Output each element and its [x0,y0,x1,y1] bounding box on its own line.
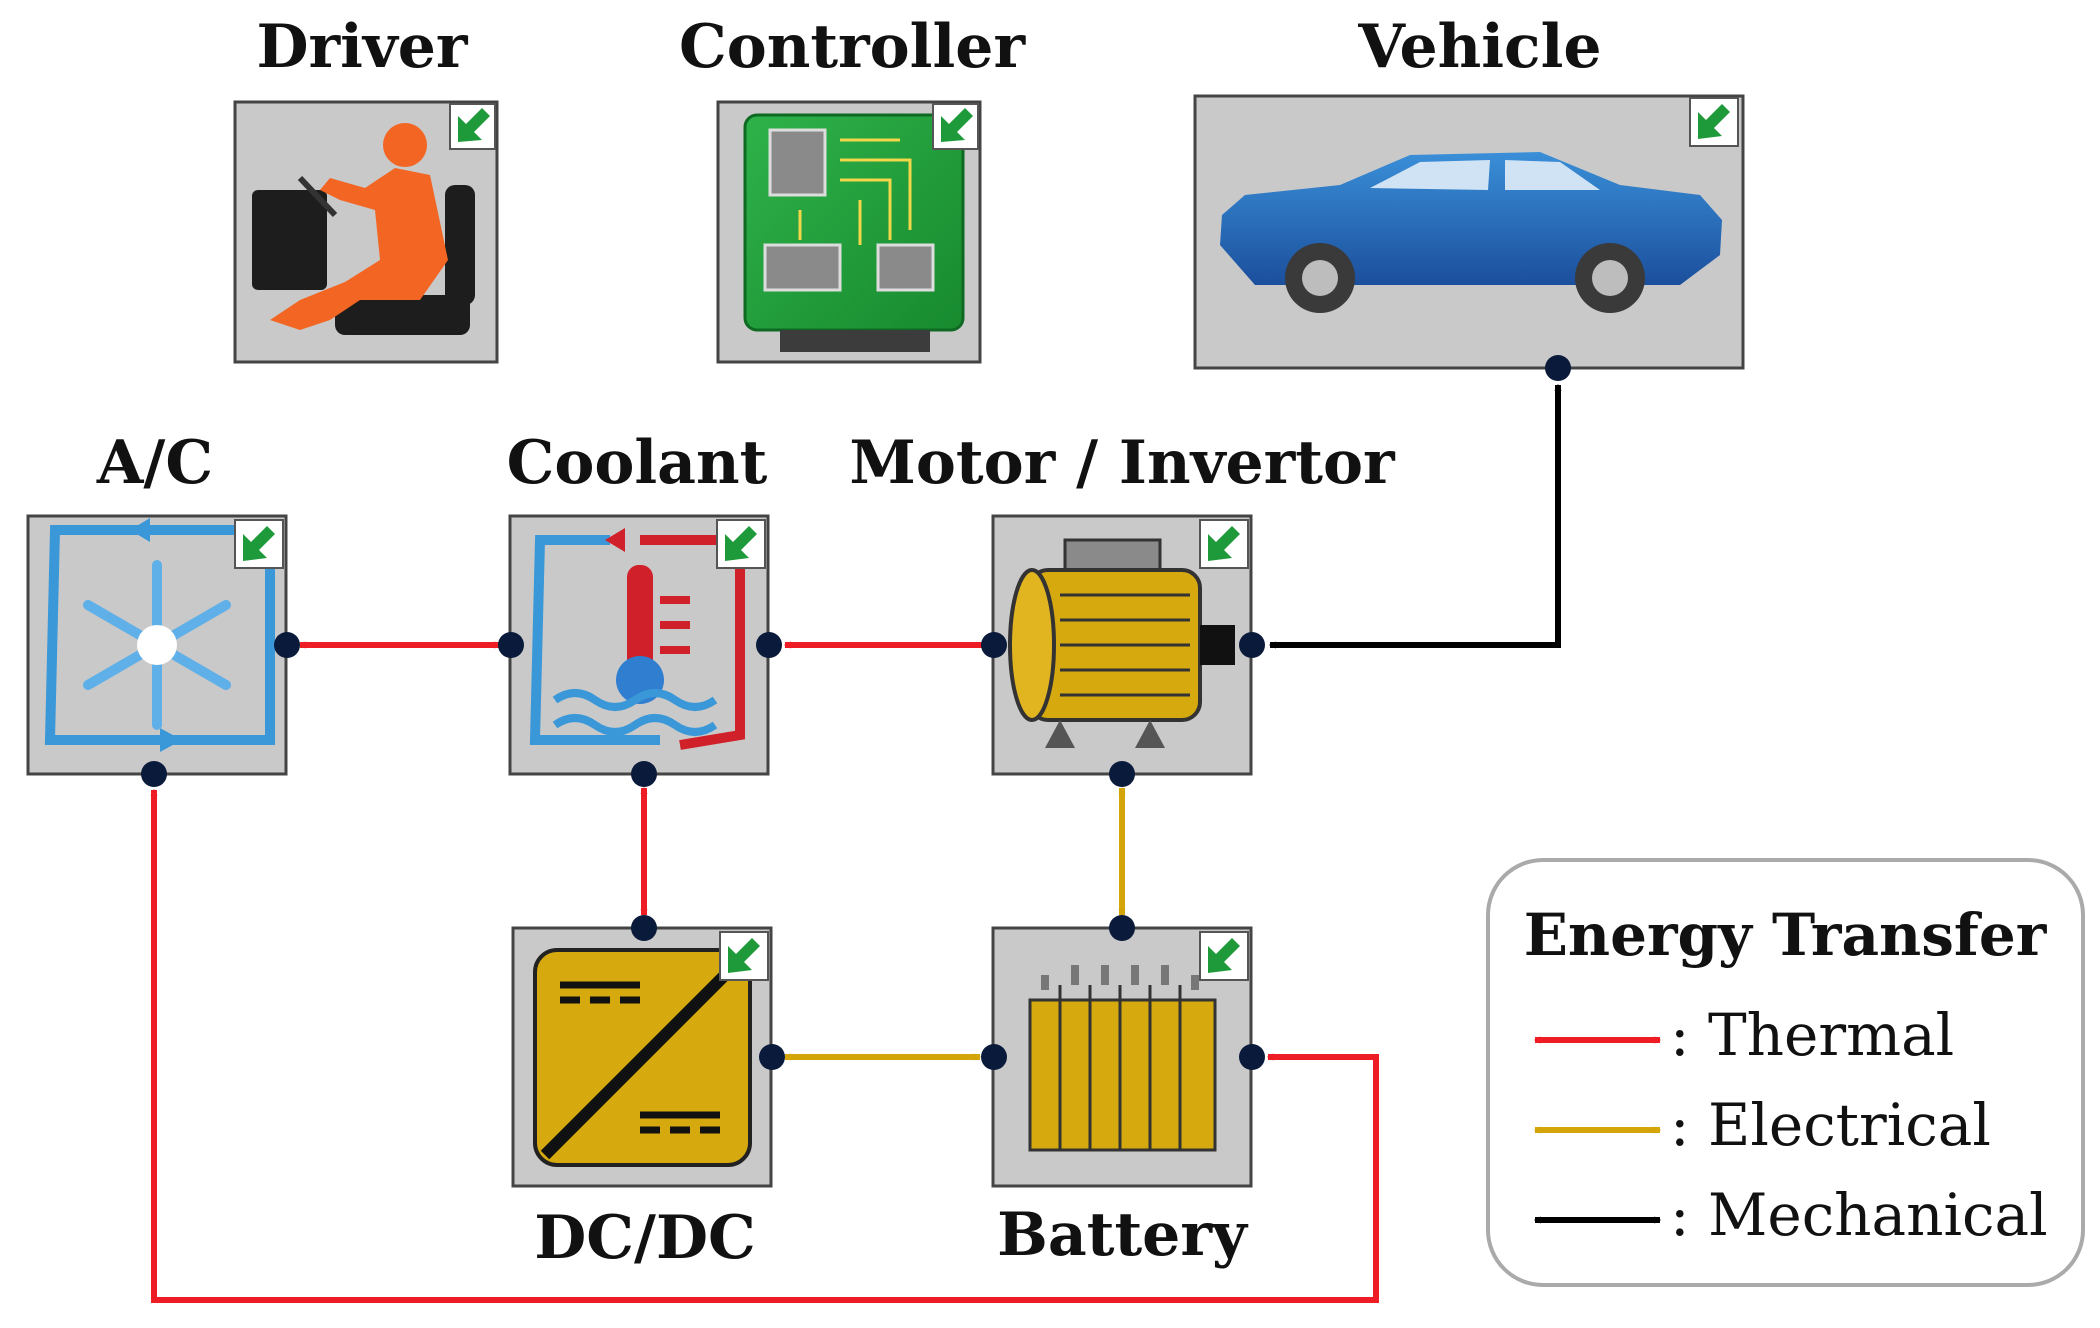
legend-mechanical-label: : Mechanical [1670,1181,2048,1249]
dcdc-block[interactable]: DC/DC [511,915,785,1273]
ac-label: A/C [96,428,213,498]
connectors [154,385,1558,1303]
motor-label: Motor / Invertor [849,428,1396,498]
dcdc-port-right[interactable] [759,1044,785,1070]
car-icon [1220,152,1722,313]
coolant-port-bottom[interactable] [631,761,657,787]
green-arrow-badge-icon[interactable] [1199,931,1249,981]
legend: Energy Transfer : Thermal : Electrical :… [1486,858,2085,1287]
snowflake-icon [44,518,275,752]
coolant-port-right[interactable] [756,632,782,658]
green-arrow-badge-icon[interactable] [449,103,496,150]
coolant-port-left[interactable] [498,632,524,658]
circuit-board-icon [743,113,965,352]
green-arrow-badge-icon[interactable] [1689,97,1739,147]
motor-port-right[interactable] [1239,632,1265,658]
legend-electrical-label: : Electrical [1670,1091,1991,1159]
controller-block[interactable]: Controller [679,12,1027,364]
battery-port-left[interactable] [981,1044,1007,1070]
dcdc-label: DC/DC [534,1203,755,1273]
battery-port-right[interactable] [1239,1044,1265,1070]
battery-icon [1028,965,1217,1152]
thermal-link-battery-ac [154,790,1379,1303]
green-arrow-badge-icon[interactable] [234,519,284,569]
driver-block[interactable]: Driver [233,12,499,364]
green-arrow-badge-icon[interactable] [716,519,766,569]
electric-motor-icon [1008,538,1235,748]
dcdc-port-top[interactable] [631,915,657,941]
ac-port-right[interactable] [274,632,300,658]
green-arrow-badge-icon[interactable] [932,103,979,150]
legend-thermal-label: : Thermal [1670,1001,1954,1069]
converter-icon [533,948,752,1167]
seated-driver-icon [252,123,475,335]
legend-title: Energy Transfer [1524,901,2048,969]
driver-label: Driver [256,12,468,82]
motor-port-bottom[interactable] [1109,761,1135,787]
green-arrow-badge-icon[interactable] [719,931,769,981]
controller-label: Controller [679,12,1027,82]
ac-port-bottom[interactable] [141,761,167,787]
thermometer-water-icon [529,528,745,750]
motor-block[interactable]: Motor / Invertor [849,428,1396,787]
vehicle-block[interactable]: Vehicle [1193,12,1745,381]
vehicle-port-mechanical[interactable] [1545,355,1571,381]
motor-port-left[interactable] [981,632,1007,658]
battery-port-top[interactable] [1109,915,1135,941]
battery-label: Battery [997,1200,1249,1270]
battery-block[interactable]: Battery [981,915,1265,1270]
coolant-block[interactable]: Coolant [498,428,782,787]
ac-block[interactable]: A/C [26,428,300,787]
mechanical-link-motor-vehicle [1270,385,1558,645]
coolant-label: Coolant [507,428,768,498]
vehicle-label: Vehicle [1357,12,1601,82]
green-arrow-badge-icon[interactable] [1199,519,1249,569]
